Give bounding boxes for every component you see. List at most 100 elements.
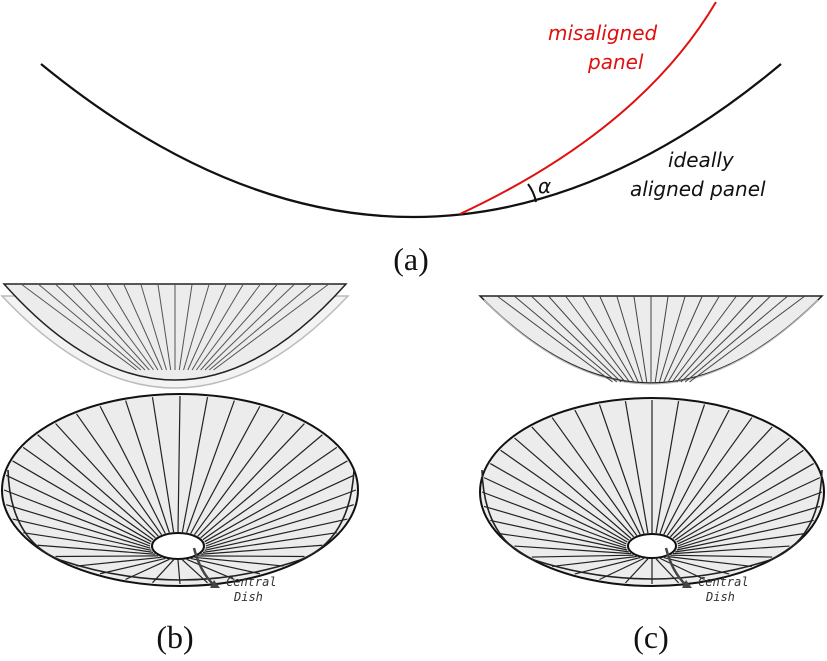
- ideal-label-line2: aligned panel: [630, 177, 766, 201]
- dish-rib-line: [106, 283, 159, 371]
- dish-rib-line: [76, 556, 162, 567]
- dish-rib-line: [574, 409, 641, 535]
- dish-rib-line: [531, 426, 635, 538]
- dish-rib-line: [676, 463, 814, 543]
- dish-rib-line: [674, 449, 804, 541]
- dish-rib-line: [689, 295, 806, 383]
- dish-rib-line: [663, 557, 730, 575]
- dish-rib-line: [659, 295, 686, 383]
- dish-rib-line: [552, 555, 637, 568]
- dish-rib-line: [667, 295, 720, 383]
- dish-rib-line: [205, 474, 355, 545]
- dish-rib-line: [12, 460, 152, 543]
- dish-rib-line: [125, 400, 170, 533]
- dish-rib-line: [684, 295, 789, 383]
- dish-rib-line: [490, 519, 628, 551]
- dish-rib-line: [54, 283, 146, 371]
- dish-rib-line: [551, 417, 638, 536]
- dish-rib-line: [181, 397, 209, 533]
- dish-rib-line: [659, 557, 705, 581]
- dish-rib-line: [213, 283, 330, 371]
- dish-rib-line: [514, 545, 632, 555]
- dish-rib-line: [55, 555, 159, 558]
- dish-rib-line: [599, 295, 639, 383]
- dish-rib-line: [194, 556, 284, 567]
- central-dish-label-c-line2: Dish: [705, 590, 735, 604]
- dish-rib-line: [208, 283, 313, 371]
- dish-rib-line: [670, 554, 773, 558]
- side-view-dish-b: [0, 283, 350, 389]
- dish-rib-line: [22, 446, 154, 541]
- dish-rib-line: [490, 463, 628, 543]
- perspective-dish-c: [479, 397, 825, 588]
- angle-alpha-label: α: [538, 174, 551, 198]
- dish-rib-line: [20, 283, 137, 371]
- dish-rib-line: [5, 504, 151, 549]
- dish-rib-line: [187, 283, 227, 371]
- dish-rib-line: [12, 518, 152, 551]
- dish-rib-line: [624, 401, 649, 534]
- central-dish-label-c-line1: Central: [698, 575, 749, 589]
- panel-a: α misaligned panel ideally aligned panel…: [40, 1, 782, 277]
- central-dish-c: [627, 533, 677, 559]
- dish-rib-line: [123, 283, 163, 371]
- dish-rib-line: [89, 283, 155, 371]
- central-dish-b: [151, 532, 205, 560]
- dish-rib-line: [125, 558, 170, 580]
- ideal-parabola-curve: [40, 63, 782, 219]
- panel-b: Central Dish (b): [0, 283, 359, 655]
- caption-b: (b): [156, 619, 193, 655]
- dish-rib-line: [181, 559, 208, 584]
- dish-rib-line: [200, 283, 278, 371]
- central-dish-label-b-line2: Dish: [233, 590, 263, 604]
- dish-rib-line: [76, 413, 163, 536]
- central-dish-pointer-c: [664, 547, 687, 586]
- dish-rib-line: [582, 295, 635, 383]
- dish-rib-line: [663, 409, 730, 535]
- dish-rib-line: [500, 533, 629, 553]
- dish-rib-line: [616, 295, 643, 383]
- dish-rib-line: [205, 489, 357, 547]
- dish-rib-line: [671, 295, 737, 383]
- dish-rib-line: [202, 532, 337, 553]
- dish-rib-line: [676, 295, 754, 383]
- dish-rib-line: [481, 491, 627, 547]
- dish-rib-line: [99, 557, 166, 575]
- dish-rib-line: [513, 295, 618, 383]
- dish-rib-line: [530, 295, 622, 383]
- dish-rib-line: [177, 395, 181, 533]
- dish-rib-line: [205, 504, 355, 549]
- dish-rib-line: [677, 477, 821, 545]
- dish-rib-line: [202, 446, 338, 541]
- dish-rib-line: [565, 295, 631, 383]
- dish-rib-line: [191, 283, 244, 371]
- dish-rib-line: [548, 295, 626, 383]
- dish-rib-line: [483, 505, 627, 549]
- dish-rib-line: [500, 449, 630, 541]
- dish-rib-line: [655, 558, 680, 584]
- dish-rib-line: [5, 474, 151, 545]
- side-view-dish-c: [478, 295, 824, 385]
- misaligned-panel-curve: [459, 1, 717, 215]
- dish-rib-line: [99, 405, 166, 534]
- dish-rib-line: [197, 555, 305, 558]
- misaligned-label-line2: panel: [587, 50, 644, 74]
- dish-rib-line: [151, 397, 175, 533]
- dish-rib-line: [3, 489, 151, 547]
- dish-rib-line: [186, 558, 235, 580]
- dish-rib-line: [186, 400, 235, 533]
- dish-rib-line: [178, 283, 193, 371]
- dish-rib-line: [197, 423, 305, 537]
- dish-rib-line: [195, 283, 261, 371]
- dish-rib-line: [200, 544, 323, 555]
- dish-rib-line: [204, 518, 348, 551]
- dish-rib-line: [37, 544, 156, 555]
- central-dish-label-b-line1: Central: [226, 575, 277, 589]
- dish-rib-line: [183, 283, 210, 371]
- dish-rib-line: [177, 559, 181, 585]
- dish-rib-line: [204, 283, 296, 371]
- dish-rib-line: [654, 295, 669, 383]
- dish-rib-line: [677, 505, 821, 549]
- dish-rib-line: [37, 434, 156, 539]
